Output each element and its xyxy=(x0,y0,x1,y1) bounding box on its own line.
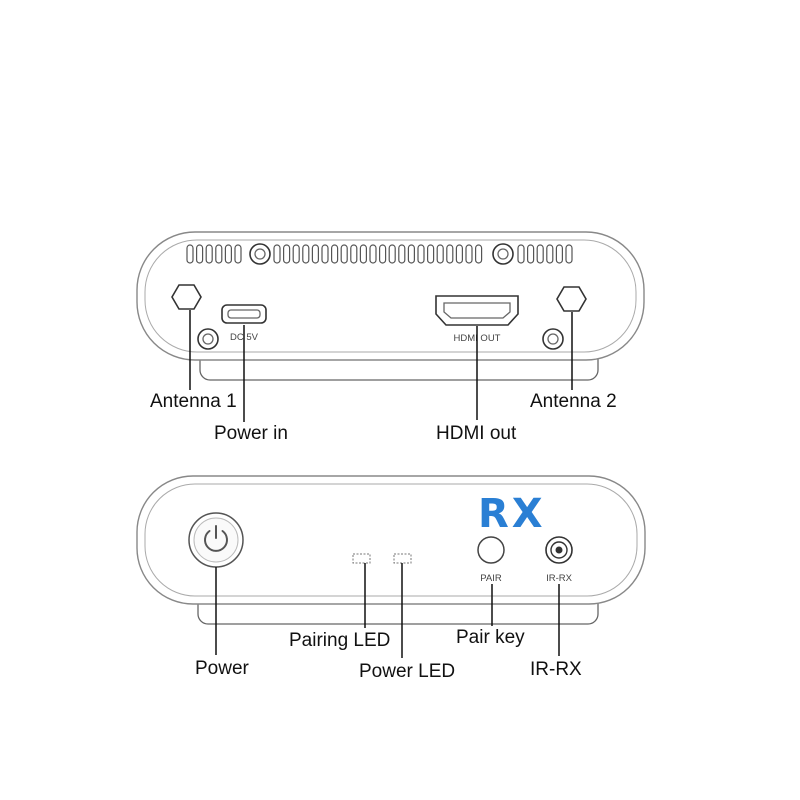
rear-screw-bottom-left xyxy=(197,328,219,350)
rear-screw-right xyxy=(492,243,514,265)
vent-slot xyxy=(407,244,415,264)
vent-slot xyxy=(555,244,564,264)
vent-slot xyxy=(446,244,454,264)
vent-slot xyxy=(427,244,435,264)
hdmi-out-callout: HDMI out xyxy=(436,423,517,444)
vent-slot xyxy=(186,244,194,264)
vent-slot xyxy=(359,244,367,264)
vent-slot xyxy=(292,244,300,264)
antenna-2-hole xyxy=(556,286,587,312)
vent-slot xyxy=(398,244,406,264)
ir-rx-jack xyxy=(545,536,573,564)
vent-slot xyxy=(379,244,387,264)
vent-slot xyxy=(455,244,463,264)
pairing-led xyxy=(352,553,371,564)
rx-brand-logo: RX xyxy=(478,491,546,537)
vent-slots xyxy=(186,244,573,264)
vent-slot xyxy=(417,244,425,264)
power-icon xyxy=(204,525,228,552)
vent-slot xyxy=(536,244,544,264)
pairing-led-callout: Pairing LED xyxy=(289,630,390,651)
pair-key-callout: Pair key xyxy=(456,627,525,648)
vent-slot xyxy=(273,244,281,264)
front-body-inner xyxy=(144,483,638,597)
vent-slot xyxy=(196,244,204,264)
vent-slot xyxy=(350,244,358,264)
antenna-2-callout: Antenna 2 xyxy=(530,391,617,412)
dc-power-port xyxy=(221,304,267,324)
antenna-1-hole xyxy=(171,284,202,310)
power-led-callout: Power LED xyxy=(359,661,455,682)
power-in-callout: Power in xyxy=(214,423,288,444)
power-led xyxy=(393,553,412,564)
vent-slot xyxy=(565,244,573,264)
vent-slot xyxy=(388,244,396,264)
vent-slot xyxy=(369,244,377,264)
vent-slot xyxy=(331,244,339,264)
vent-slot xyxy=(517,244,525,264)
pair-key-label: PAIR xyxy=(480,573,502,584)
vent-slot xyxy=(283,244,291,264)
hdmi-port xyxy=(435,295,519,326)
vent-slot xyxy=(340,244,348,264)
ir-rx-label: IR-RX xyxy=(546,573,573,584)
power-button xyxy=(188,512,244,568)
vent-slot xyxy=(205,244,213,264)
rear-screw-bottom-right xyxy=(542,328,564,350)
vent-slot xyxy=(311,244,319,264)
power-callout: Power xyxy=(195,658,250,679)
vent-slot xyxy=(302,244,310,264)
vent-slot xyxy=(475,244,483,264)
front-body-outer xyxy=(136,475,646,605)
pair-key-button xyxy=(477,536,505,564)
front-panel: RX PAIR IR-RX Power Pairing LED Power LE… xyxy=(136,475,646,682)
rear-body-inner xyxy=(144,239,637,353)
rear-screw-left xyxy=(249,243,271,265)
vent-slot xyxy=(546,244,554,264)
antenna-1-callout: Antenna 1 xyxy=(150,391,237,412)
vent-slot xyxy=(234,244,242,264)
vent-slot xyxy=(321,244,329,264)
vent-slot xyxy=(215,244,223,264)
vent-slot xyxy=(224,244,232,264)
rear-panel: DC 5V HDMI OUT Antenna 1 Power in HDMI o… xyxy=(136,231,645,444)
vent-slot xyxy=(436,244,444,264)
vent-slot xyxy=(526,244,535,264)
ir-rx-callout: IR-RX xyxy=(530,659,582,680)
vent-slot xyxy=(465,244,473,264)
